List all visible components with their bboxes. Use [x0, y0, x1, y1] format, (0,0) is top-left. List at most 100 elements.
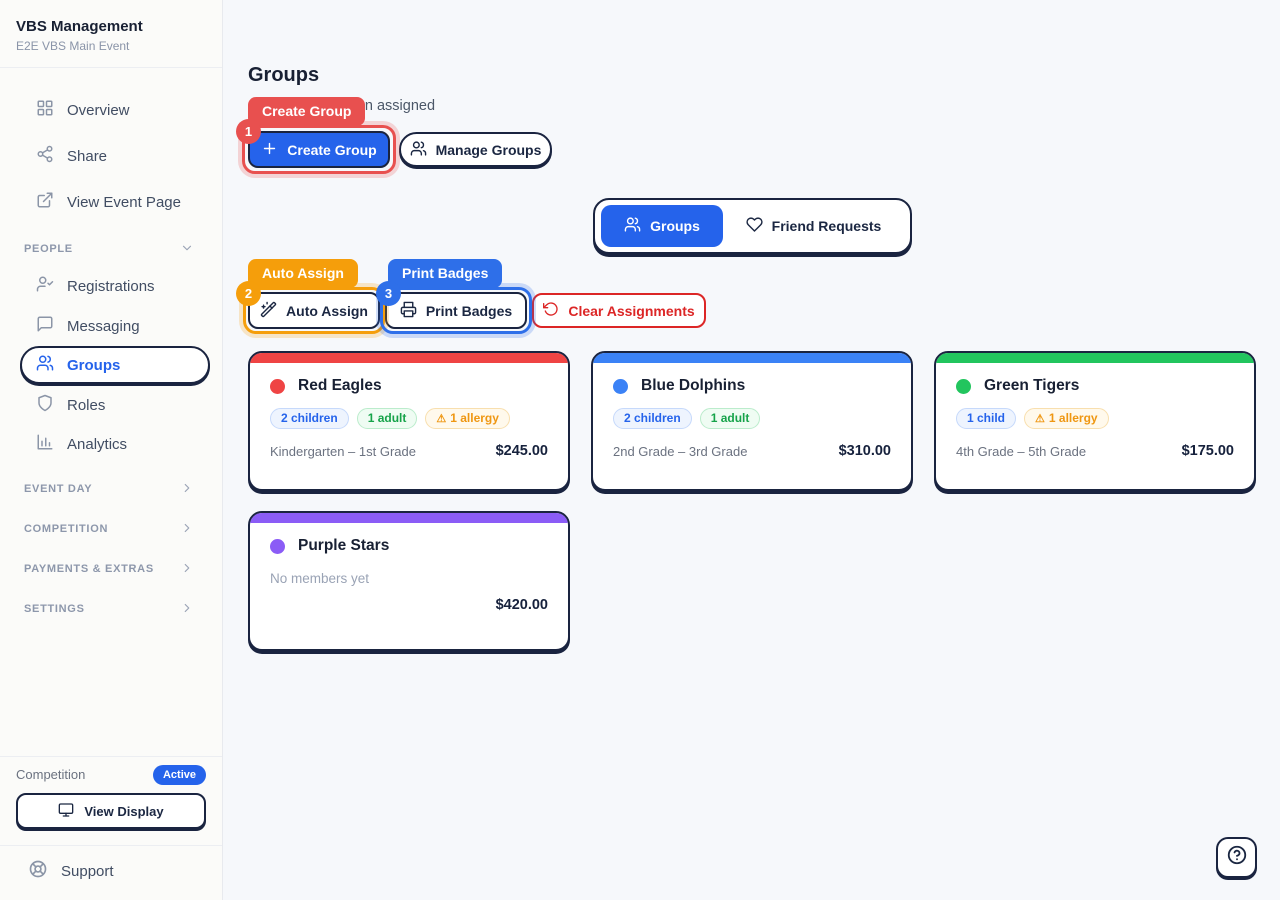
group-price: $310.00 — [838, 443, 891, 459]
manage-groups-button[interactable]: Manage Groups — [399, 132, 552, 167]
create-group-button[interactable]: Create Group — [248, 131, 390, 168]
children-count-badge: 2 children — [613, 408, 692, 429]
main-content: Groups ren assigned Create Group Manage … — [223, 0, 1280, 900]
sidebar-item-support[interactable]: Support — [0, 858, 222, 884]
children-count-badge: 1 child — [956, 408, 1017, 429]
sidebar-header: VBS Management E2E VBS Main Event — [0, 0, 222, 68]
sidebar-item-groups[interactable]: Groups — [20, 346, 210, 384]
sidebar-item-share[interactable]: Share — [0, 142, 222, 170]
group-card-footer: $420.00 — [270, 597, 548, 613]
sidebar-item-overview[interactable]: Overview — [0, 96, 222, 124]
group-color-dot — [956, 378, 971, 394]
group-color-dot — [270, 538, 285, 554]
help-button[interactable] — [1216, 837, 1257, 878]
divider — [0, 845, 222, 846]
page-subtitle-fragment: ren assigned — [352, 98, 436, 114]
group-color-strip — [250, 513, 568, 523]
sidebar-people-items: Registrations Messaging Groups Roles Ana… — [0, 272, 222, 458]
sidebar-item-roles[interactable]: Roles — [0, 391, 222, 419]
create-group-label: Create Group — [287, 141, 377, 158]
no-members-text: No members yet — [270, 571, 370, 586]
auto-assign-button[interactable]: Auto Assign — [248, 292, 380, 329]
sidebar-sections: EVENT DAY COMPETITION PAYMENTS & EXTRAS … — [0, 482, 222, 616]
print-badges-button[interactable]: Print Badges — [385, 292, 527, 329]
sidebar-item-label: Registrations — [67, 277, 155, 295]
clear-assignments-label: Clear Assignments — [568, 302, 695, 319]
grade-range: Kindergarten – 1st Grade — [270, 443, 416, 459]
group-badges: 2 children 1 adult ⚠1 allergy — [270, 408, 548, 429]
sidebar-item-analytics[interactable]: Analytics — [0, 430, 222, 458]
section-header-people[interactable]: PEOPLE — [0, 242, 222, 256]
group-color-dot — [270, 378, 285, 394]
group-name: Green Tigers — [984, 377, 1080, 394]
bar-chart-icon — [36, 433, 54, 455]
chevron-right-icon — [180, 521, 194, 538]
group-name-row: Green Tigers — [956, 377, 1234, 395]
chevron-right-icon — [180, 561, 194, 578]
sidebar: VBS Management E2E VBS Main Event Overvi… — [0, 0, 223, 900]
sidebar-nav-top: Overview Share View Event Page — [0, 96, 222, 216]
group-card-blue-dolphins[interactable]: Blue Dolphins 2 children 1 adult 2nd Gra… — [591, 351, 913, 491]
manage-groups-label: Manage Groups — [435, 141, 542, 158]
tab-friend-requests[interactable]: Friend Requests — [723, 205, 904, 247]
printer-icon — [400, 301, 417, 321]
group-badges: 2 children 1 adult — [613, 408, 891, 429]
section-header-event-day[interactable]: EVENT DAY — [0, 482, 222, 496]
view-display-label: View Display — [84, 803, 164, 819]
plus-icon — [261, 140, 278, 160]
warning-icon: ⚠ — [1035, 413, 1045, 425]
help-circle-icon — [1226, 844, 1248, 871]
grade-range: 2nd Grade – 3rd Grade — [613, 443, 748, 459]
section-label: PAYMENTS & EXTRAS — [24, 563, 154, 575]
adult-count-badge: 1 adult — [356, 408, 418, 429]
clear-assignments-button[interactable]: Clear Assignments — [532, 293, 706, 328]
section-label: EVENT DAY — [24, 483, 93, 495]
group-card-footer: Kindergarten – 1st Grade $245.00 — [270, 443, 548, 459]
group-card-footer: 4th Grade – 5th Grade $175.00 — [956, 443, 1234, 459]
group-card-purple-stars[interactable]: Purple Stars No members yet $420.00 — [248, 511, 570, 651]
group-color-strip — [593, 353, 911, 363]
section-header-payments-extras[interactable]: PAYMENTS & EXTRAS — [0, 562, 222, 576]
view-display-button[interactable]: View Display — [16, 793, 206, 829]
chevron-right-icon — [180, 481, 194, 498]
users-icon — [624, 216, 641, 236]
tab-friend-requests-label: Friend Requests — [771, 218, 882, 234]
tab-groups-label: Groups — [650, 218, 700, 234]
group-card-red-eagles[interactable]: Red Eagles 2 children 1 adult ⚠1 allergy… — [248, 351, 570, 491]
children-count-badge: 2 children — [270, 408, 349, 429]
chevron-down-icon — [180, 241, 194, 258]
annotation-label-auto-assign: Auto Assign — [248, 259, 358, 288]
sidebar-item-label: Share — [67, 147, 108, 165]
group-name-row: Red Eagles — [270, 377, 548, 395]
section-header-competition[interactable]: COMPETITION — [0, 522, 222, 536]
group-name: Blue Dolphins — [641, 377, 746, 394]
app-title: VBS Management — [16, 18, 143, 35]
group-color-strip — [936, 353, 1254, 363]
event-name: E2E VBS Main Event — [16, 39, 130, 53]
grade-range: 4th Grade – 5th Grade — [956, 443, 1087, 459]
sidebar-item-messaging[interactable]: Messaging — [0, 312, 222, 340]
sidebar-item-view-event-page[interactable]: View Event Page — [0, 188, 222, 216]
sidebar-item-label: Roles — [67, 396, 106, 414]
section-header-settings[interactable]: SETTINGS — [0, 602, 222, 616]
dashboard-grid-icon — [36, 99, 54, 121]
group-name-row: Purple Stars — [270, 537, 548, 555]
user-check-icon — [36, 275, 54, 297]
group-card-green-tigers[interactable]: Green Tigers 1 child ⚠1 allergy 4th Grad… — [934, 351, 1256, 491]
rotate-ccw-icon — [543, 301, 559, 320]
sidebar-item-label: Messaging — [67, 317, 140, 335]
group-price: $175.00 — [1181, 443, 1234, 459]
sidebar-item-registrations[interactable]: Registrations — [0, 272, 222, 300]
sidebar-item-label: Analytics — [67, 435, 128, 453]
section-label: COMPETITION — [24, 523, 109, 535]
allergy-count-badge: ⚠1 allergy — [1024, 408, 1109, 429]
wand-icon — [260, 301, 277, 321]
tab-groups[interactable]: Groups — [601, 205, 723, 247]
users-icon — [410, 140, 427, 160]
status-badge: Active — [152, 764, 206, 785]
allergy-count-badge: ⚠1 allergy — [425, 408, 510, 429]
heart-icon — [746, 216, 763, 236]
group-price: $245.00 — [495, 443, 548, 459]
group-card-footer: 2nd Grade – 3rd Grade $310.00 — [613, 443, 891, 459]
sidebar-item-label: Overview — [67, 101, 130, 119]
